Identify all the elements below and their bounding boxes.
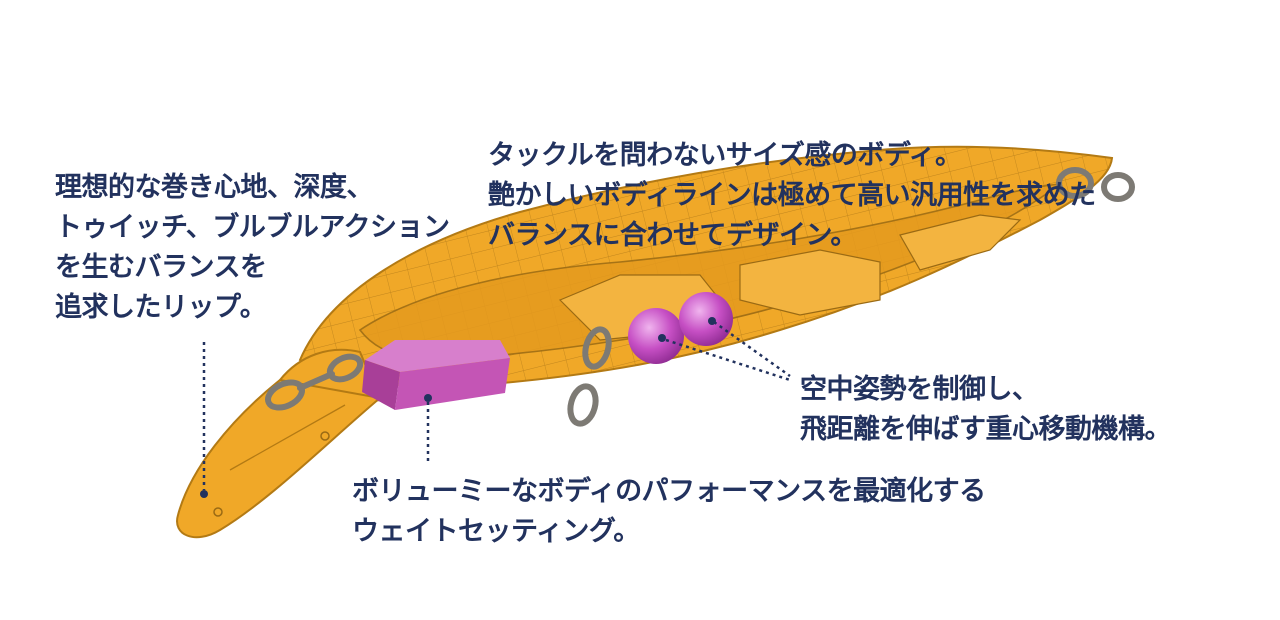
callout-balls-line: 飛距離を伸ばす重心移動機構。: [800, 410, 1171, 450]
callout-weight: ボリューミーなボディのパフォーマンスを最適化する ウェイトセッティング。: [352, 472, 986, 552]
callout-weight-line: ウェイトセッティング。: [352, 512, 986, 552]
callout-body: タックルを問わないサイズ感のボディ。 艶かしいボディラインは極めて高い汎用性を求…: [488, 136, 1096, 256]
callout-lip: 理想的な巻き心地、深度、 トゥイッチ、ブルブルアクション を生むバランスを 追求…: [55, 168, 450, 328]
callout-body-line: タックルを問わないサイズ感のボディ。: [488, 136, 1096, 176]
callout-body-line: バランスに合わせてデザイン。: [488, 216, 1096, 256]
callout-lip-line: トゥイッチ、ブルブルアクション: [55, 208, 450, 248]
callout-balls: 空中姿勢を制御し、 飛距離を伸ばす重心移動機構。: [800, 370, 1171, 450]
callout-weight-line: ボリューミーなボディのパフォーマンスを最適化する: [352, 472, 986, 512]
callout-body-line: 艶かしいボディラインは極めて高い汎用性を求めた: [488, 176, 1096, 216]
callout-lip-line: を生むバランスを: [55, 248, 450, 288]
lip: [177, 380, 380, 537]
callout-lip-line: 追求したリップ。: [55, 288, 450, 328]
callout-lip-line: 理想的な巻き心地、深度、: [55, 168, 450, 208]
fixed-weight: [362, 340, 510, 410]
callout-balls-line: 空中姿勢を制御し、: [800, 370, 1171, 410]
